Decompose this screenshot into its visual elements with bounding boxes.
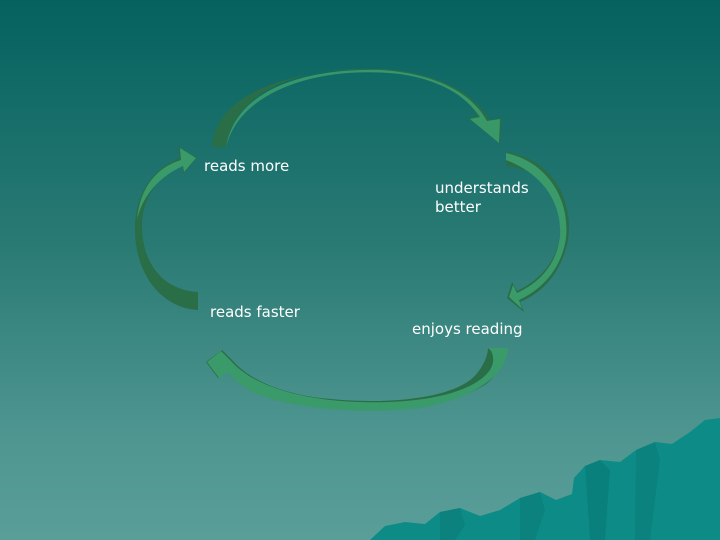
- arrow-bottom: [206, 348, 508, 411]
- step-label-reads-faster: reads faster: [210, 303, 300, 321]
- step-label-reads-more: reads more: [204, 157, 290, 175]
- arrow-top: [212, 68, 502, 147]
- mountain-decoration: [370, 418, 720, 540]
- step-label-enjoys-reading: enjoys reading: [412, 320, 523, 338]
- arrow-left: [135, 146, 198, 310]
- arrow-right: [506, 152, 569, 312]
- step-label-understands-better: understands better: [435, 179, 529, 216]
